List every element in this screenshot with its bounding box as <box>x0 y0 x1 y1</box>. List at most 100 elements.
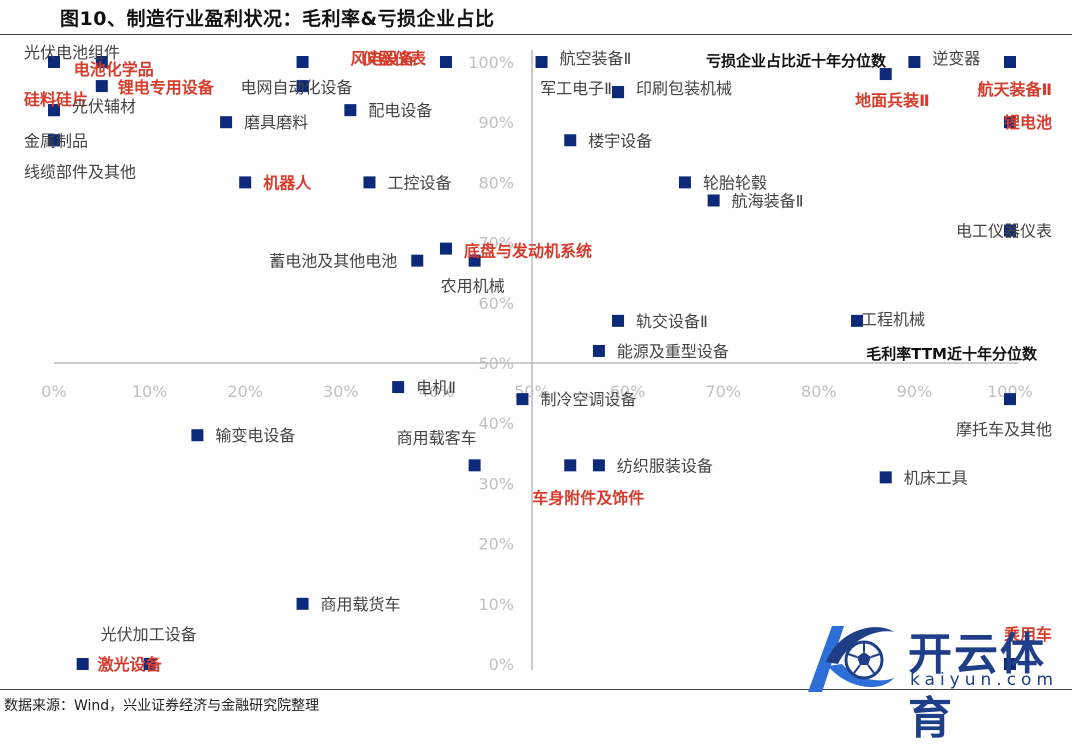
data-point <box>439 56 452 68</box>
data-point <box>296 80 309 93</box>
x-tick-label: 40% <box>419 382 455 401</box>
data-label: 商用载货车 <box>321 595 401 614</box>
data-point <box>220 116 233 129</box>
data-point <box>95 80 108 93</box>
y-tick-label: 90% <box>478 113 514 132</box>
data-label: 锂电专用设备 <box>118 78 215 97</box>
data-label: 光伏电池组件 <box>24 43 120 62</box>
data-label: 轨交设备Ⅱ <box>636 312 708 331</box>
bottom-rule <box>0 689 1072 690</box>
data-point <box>48 56 60 68</box>
logo-text: 开云体育 <box>908 629 1046 744</box>
data-point <box>468 459 481 472</box>
data-label: 光伏辅材 <box>72 97 136 116</box>
data-point <box>191 429 204 442</box>
data-label: 电池化学品 <box>74 60 154 79</box>
data-label: 工控设备 <box>387 173 451 192</box>
x-tick-label: 70% <box>705 382 741 401</box>
x-tick-label: 80% <box>801 382 837 401</box>
data-point <box>296 56 309 68</box>
data-point <box>612 314 625 327</box>
x-axis-label: 毛利率TTM近十年分位数 <box>866 345 1038 363</box>
y-tick-label: 80% <box>478 173 514 192</box>
data-label: 光伏加工设备 <box>101 625 197 644</box>
data-label: 航天装备Ⅱ <box>977 80 1052 99</box>
scatter-chart: 0% 10% 20% 30% 40% 50% 60% 70% 80% 90% 100% 0% 10% 20… <box>24 43 1052 674</box>
data-point <box>1004 116 1016 129</box>
x-tick-label: 0% <box>41 382 66 401</box>
y-tick-label: 70% <box>478 234 514 253</box>
data-point <box>908 56 921 68</box>
data-point <box>516 393 529 406</box>
data-label: 农用机械 <box>441 277 505 296</box>
data-label: 车身附件及饰件 <box>532 488 644 507</box>
data-label: 楼宇设备 <box>588 131 652 150</box>
data-label: 纺织服装设备 <box>617 456 713 475</box>
x-tick-label: 100% <box>987 382 1033 401</box>
data-label: 军工电子Ⅱ <box>540 79 612 98</box>
data-label: 工程机械 <box>861 310 925 329</box>
data-point <box>564 134 577 147</box>
data-point <box>392 381 405 394</box>
data-label: 蓄电池及其他电池 <box>269 252 397 271</box>
data-label: 仪器仪表 <box>361 49 427 68</box>
data-point <box>143 658 156 670</box>
data-point <box>851 314 864 327</box>
soccer-ball-k-icon <box>808 626 894 692</box>
y-tick-label: 100% <box>468 53 514 72</box>
data-point <box>535 56 548 68</box>
data-label: 制冷空调设备 <box>540 390 636 409</box>
y-axis-label: 亏损企业占比近十年分位数 <box>706 52 887 70</box>
data-label: 电机Ⅱ <box>416 378 456 397</box>
data-label: 机器人 <box>263 173 312 192</box>
data-label: 电网自动化设备 <box>241 78 353 97</box>
y-tick-label: 60% <box>478 294 514 313</box>
data-label: 底盘与发动机系统 <box>464 242 592 261</box>
data-label: 摩托车及其他 <box>956 420 1052 439</box>
top-rule <box>0 34 1072 35</box>
data-label: 轮胎轮毂 <box>703 173 767 192</box>
data-label: 地面兵装Ⅱ <box>855 91 930 110</box>
data-label: 印刷包装机械 <box>636 79 732 98</box>
data-label: 电工仪器仪表 <box>956 222 1052 241</box>
data-point <box>439 242 452 255</box>
kaiyun-logo: 开云体育 kaiyun.com <box>798 618 1070 744</box>
data-label: 磨具磨料 <box>244 113 308 132</box>
data-point <box>1004 393 1016 406</box>
data-label: 航空装备Ⅱ <box>560 49 632 68</box>
data-label: 商用载客车 <box>397 428 477 447</box>
y-tick-label: 20% <box>478 535 514 554</box>
data-point <box>48 104 60 117</box>
data-point <box>95 56 108 68</box>
data-label: 配电设备 <box>368 101 432 120</box>
data-point <box>1004 224 1016 237</box>
data-label: 机床工具 <box>904 468 968 487</box>
data-point <box>707 194 720 207</box>
data-point <box>468 254 481 267</box>
data-point <box>564 459 577 472</box>
y-tick-label: 30% <box>478 474 514 493</box>
data-label: 锂电池 <box>1004 113 1052 132</box>
y-tick-label: 10% <box>478 595 514 614</box>
x-tick-label: 20% <box>227 382 263 401</box>
x-tick-label: 90% <box>897 382 933 401</box>
x-tick-label: 30% <box>323 382 359 401</box>
data-point <box>344 104 357 117</box>
data-point <box>1004 658 1016 670</box>
data-label: 逆变器 <box>932 49 980 68</box>
y-tick-label: 40% <box>478 414 514 433</box>
data-label: 激光设备 <box>98 655 163 674</box>
source-note: 数据来源：Wind，兴业证券经济与金融研究院整理 <box>4 698 320 714</box>
y-tick-label: 50% <box>478 354 514 373</box>
data-point <box>411 254 424 267</box>
data-point <box>239 176 252 189</box>
data-label: 金属制品 <box>24 131 88 150</box>
x-tick-label: 10% <box>132 382 168 401</box>
axes-layer <box>54 50 1018 670</box>
data-label: 输变电设备 <box>215 426 295 445</box>
logo-url: kaiyun.com <box>910 670 1059 690</box>
y-tick-label: 0% <box>489 655 514 674</box>
data-label: 航海装备Ⅱ <box>732 191 804 210</box>
data-point <box>612 86 625 99</box>
data-point <box>592 344 605 357</box>
